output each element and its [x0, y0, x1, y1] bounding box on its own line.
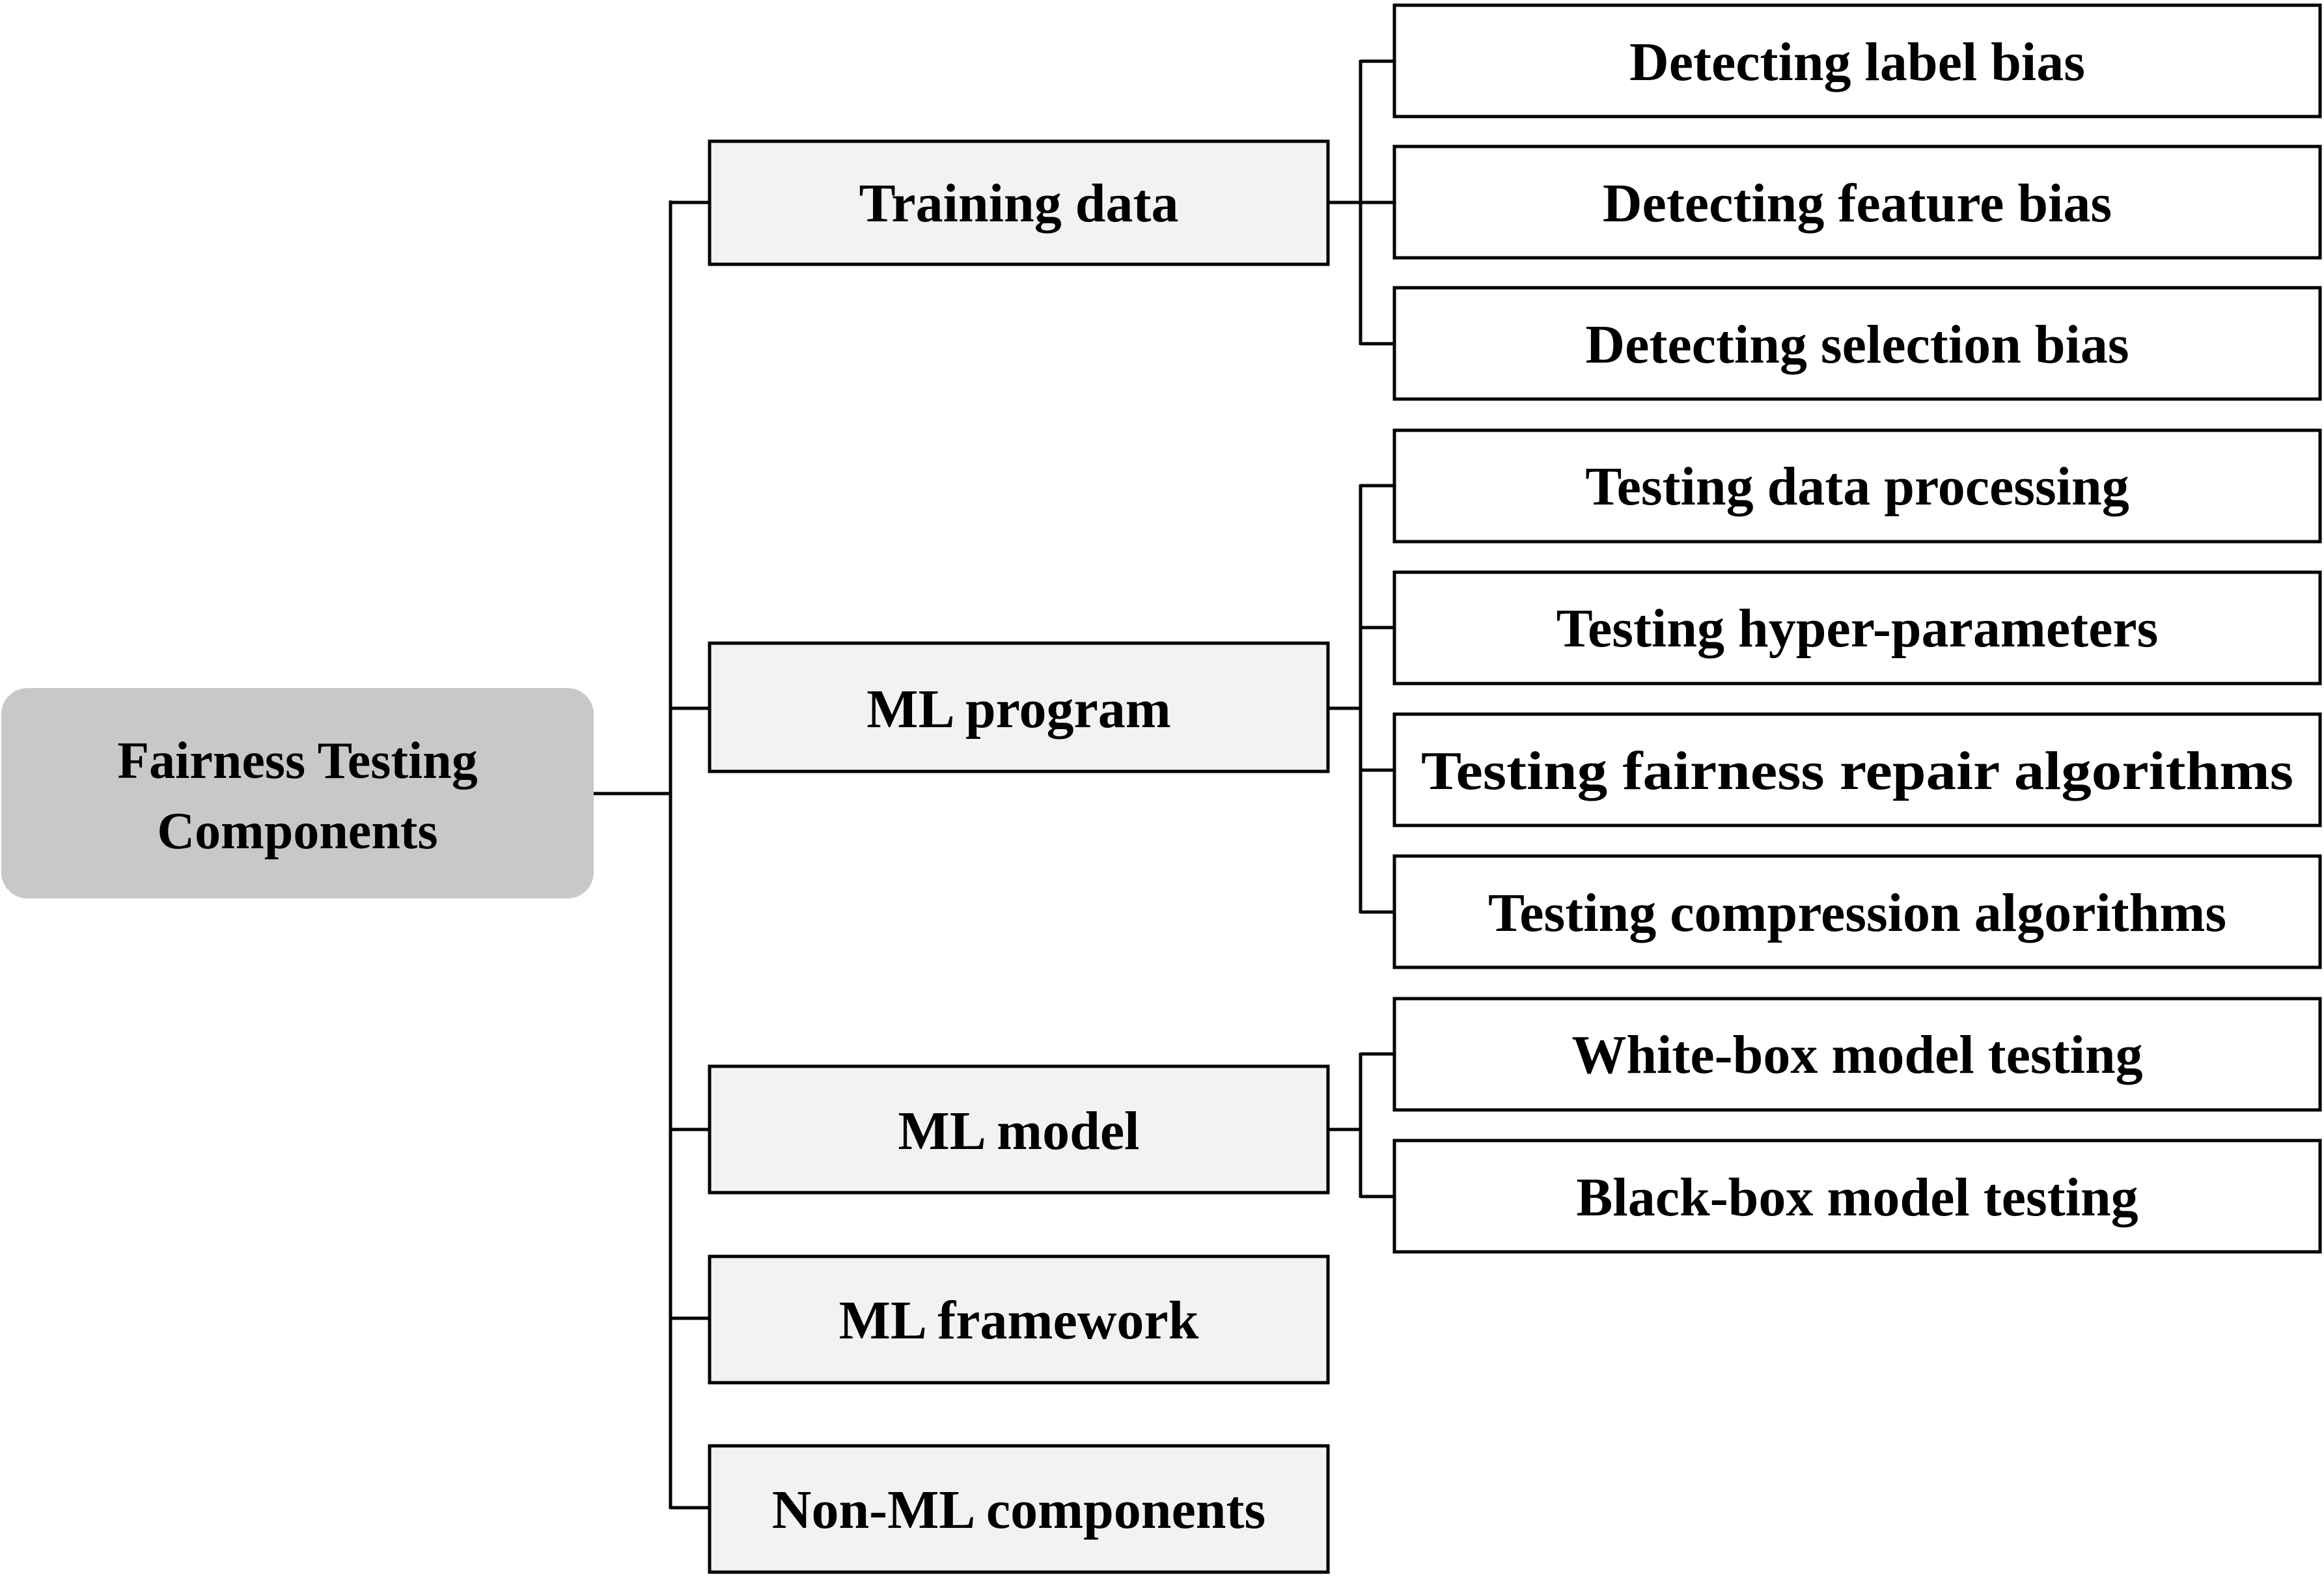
component-label: ML program: [866, 679, 1170, 740]
leaf-box: [1392, 145, 2322, 260]
leaf-detecting-selection-bias: Detecting selection bias: [1392, 286, 2322, 401]
leaf-box: [1392, 570, 2322, 685]
leaf-label: Black-box model testing: [1576, 1167, 2138, 1228]
component-box: [708, 1444, 1330, 1574]
leaf-black-box-model-testing: Black-box model testing: [1392, 1139, 2322, 1254]
leaf-label: Testing data processing: [1585, 456, 2129, 517]
leaf-label: Testing fairness repair algorithms: [1421, 741, 2293, 801]
leaf-box: [1392, 428, 2322, 544]
leaf-box: [1392, 712, 2322, 827]
leaf-testing-data-processing: Testing data processing: [1392, 428, 2322, 544]
component-ml-program: ML program: [708, 641, 1330, 773]
leaf-box: [1392, 3, 2322, 118]
component-training-data: Training data: [708, 139, 1330, 266]
leaf-label: Detecting label bias: [1629, 32, 2085, 92]
root-node: Fairness Testing Components: [1, 688, 594, 898]
component-label: Non-ML components: [772, 1480, 1266, 1540]
component-box: [708, 139, 1330, 266]
leaf-box: [1392, 286, 2322, 401]
component-label: ML framework: [839, 1290, 1199, 1351]
component-box: [708, 641, 1330, 773]
component-box: [708, 1254, 1330, 1385]
component-label: ML model: [898, 1101, 1140, 1161]
leaf-white-box-model-testing: White-box model testing: [1392, 997, 2322, 1112]
component-ml-model: ML model: [708, 1064, 1330, 1195]
leaf-testing-hyper-parameters: Testing hyper-parameters: [1392, 570, 2322, 685]
leaf-detecting-feature-bias: Detecting feature bias: [1392, 145, 2322, 260]
leaf-label: Detecting selection bias: [1585, 314, 2129, 375]
leaf-box: [1392, 854, 2322, 969]
leaf-testing-fairness-repair-algorithms: Testing fairness repair algorithms: [1392, 712, 2322, 827]
leaf-box: [1392, 997, 2322, 1112]
leaf-label: Testing hyper-parameters: [1556, 598, 2159, 659]
component-box: [708, 1064, 1330, 1195]
component-label: Training data: [859, 173, 1179, 234]
leaf-label: Detecting feature bias: [1603, 173, 2112, 234]
root-node-box: [1, 688, 594, 898]
root-label-line-2: Components: [157, 803, 437, 860]
leaf-detecting-label-bias: Detecting label bias: [1392, 3, 2322, 118]
leaf-label: White-box model testing: [1571, 1025, 2142, 1085]
leaf-testing-compression-algorithms: Testing compression algorithms: [1392, 854, 2322, 969]
leaf-box: [1392, 1139, 2322, 1254]
component-ml-framework: ML framework: [708, 1254, 1330, 1385]
leaf-label: Testing compression algorithms: [1488, 883, 2226, 943]
component-non-ml-components: Non-ML components: [708, 1444, 1330, 1574]
root-label-line-1: Fairness Testing: [117, 732, 477, 790]
